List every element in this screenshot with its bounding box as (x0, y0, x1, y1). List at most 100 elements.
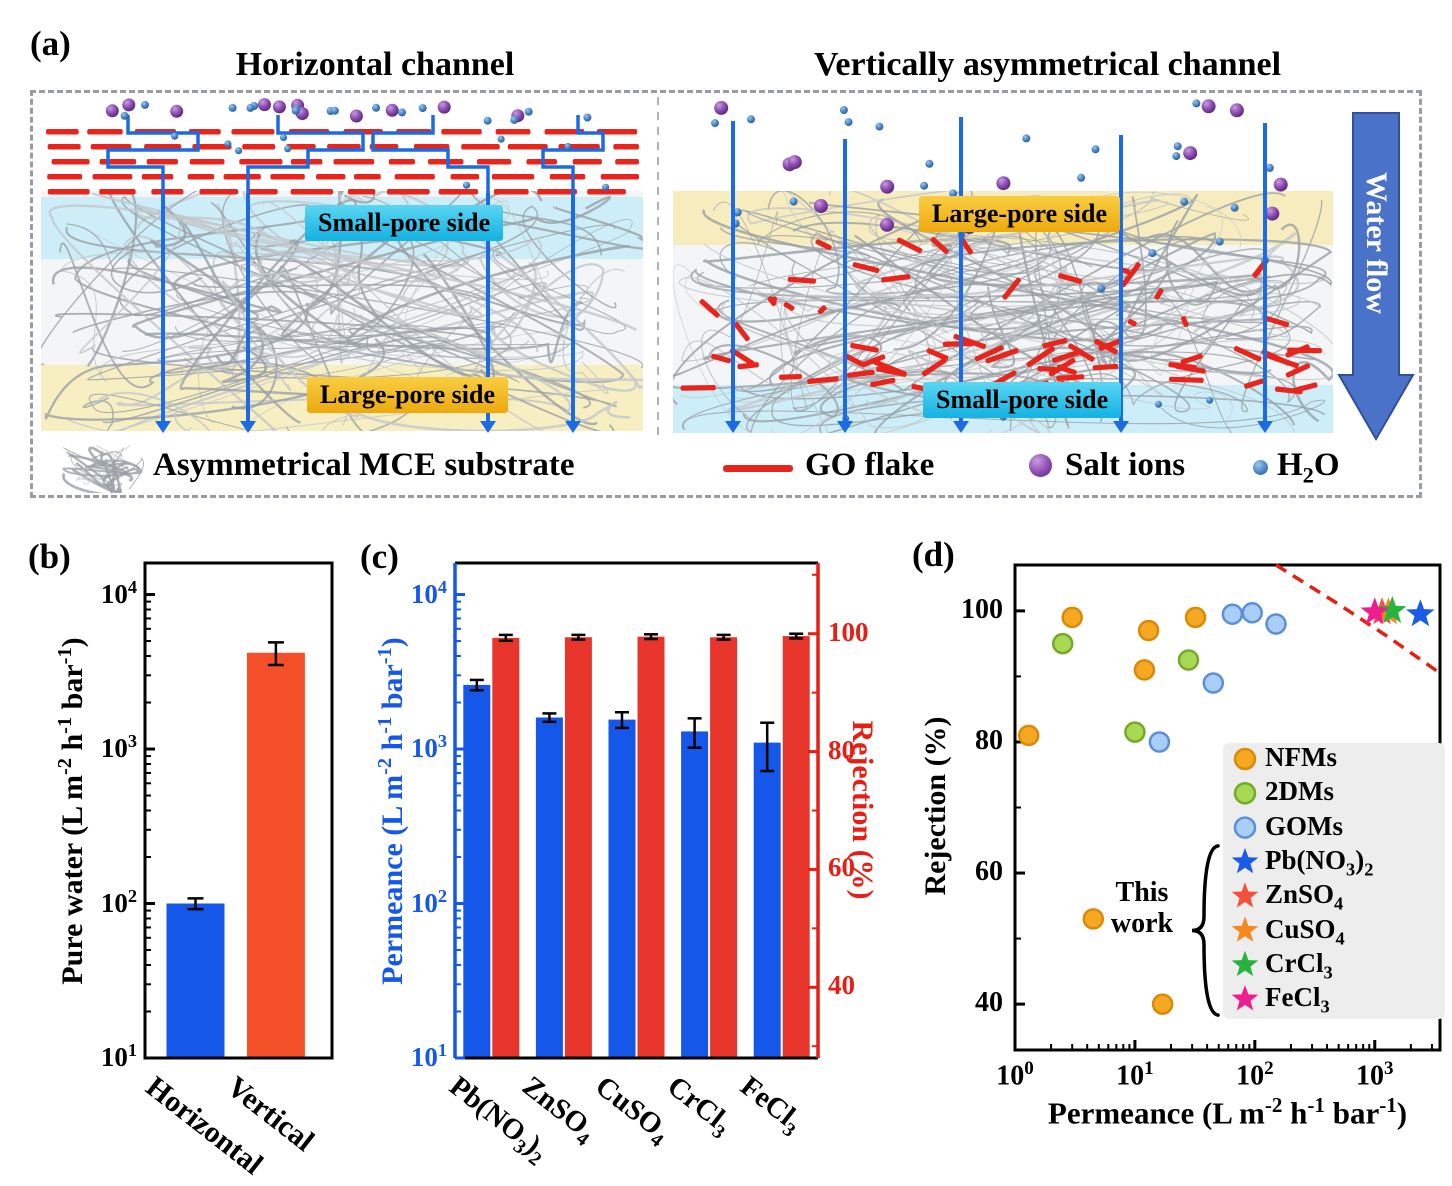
right-y-tick-label: 100 (828, 616, 869, 647)
x-tick-label: 103 (1355, 1058, 1394, 1092)
salt-ion-icon (1029, 454, 1052, 477)
scatter-point (1151, 993, 1174, 1015)
x-tick-label: 102 (1236, 1058, 1274, 1092)
y-tick-label: 103 (410, 731, 447, 764)
legend-label: NFMs (1265, 742, 1337, 772)
this-work-brace (1191, 844, 1220, 1017)
panel-a-tag: (a) (30, 24, 71, 63)
y-tick-label: 101 (100, 1040, 137, 1072)
permeance-bar (753, 742, 781, 1058)
permeance-bar (681, 731, 709, 1058)
panel-d-chart: (d) Rejection (%) Permeance (L m-2 h-1 b… (898, 525, 1452, 1186)
panel-d-x-axis-title: Permeance (L m-2 h-1 bar-1) (1047, 1093, 1408, 1131)
scatter-point (1265, 613, 1287, 635)
right-y-tick-label: 40 (828, 970, 855, 1001)
legend-label: CrCl3 (1265, 947, 1333, 983)
panel-a-artwork (41, 97, 1415, 441)
panel-b-tag: (b) (28, 537, 71, 576)
y-tick-label: 101 (410, 1040, 447, 1072)
mce-mesh-icon (62, 444, 144, 493)
scatter-point (1148, 731, 1171, 753)
scatter-point (1184, 606, 1207, 629)
scatter-point (1017, 724, 1040, 747)
left-large-pore-band-label: Large-pore side (307, 377, 508, 413)
salt-ions-legend-label: Salt ions (1065, 447, 1186, 483)
bar-Vertical (246, 652, 305, 1058)
y-tick-label: 104 (100, 576, 137, 609)
mce-substrate-legend-label: Asymmetrical MCE substrate (153, 447, 575, 483)
legend-marker (1231, 950, 1259, 977)
water-flow-arrow (1337, 112, 1415, 441)
panel-a-diagram: Small-pore side Large-pore side Large-po… (30, 90, 1422, 498)
panel-c-chart: (c) Permeance (L m-2 h-1 bar-1) Rejectio… (352, 525, 879, 1186)
permeance-bar (463, 684, 491, 1058)
panel-a-right-title: Vertically asymmetrical channel (813, 46, 1282, 83)
panel-a-left-title: Horizontal channel (235, 46, 515, 83)
legend-label: GOMs (1265, 810, 1343, 841)
right-large-pore-band-label: Large-pore side (919, 196, 1120, 232)
this-work-label: This work (1110, 877, 1174, 940)
panel-d-tag: (d) (912, 535, 955, 574)
right-small-pore-band-label: Small-pore side (923, 382, 1122, 418)
legend-marker (1231, 985, 1259, 1011)
panel-d-y-axis-title: Rejection (%) (919, 716, 952, 896)
y-tick-label: 40 (975, 987, 1003, 1019)
legend-marker (1231, 847, 1259, 874)
legend-label: ZnSO4 (1265, 879, 1344, 914)
panel-b-plot (143, 561, 334, 1060)
left-small-pore-band-label: Small-pore side (305, 205, 504, 241)
scatter-point (1051, 632, 1074, 655)
legend-marker (1233, 747, 1257, 771)
water-legend-label: H2O (1277, 447, 1340, 488)
scatter-point (1082, 908, 1105, 930)
y-tick-label: 80 (975, 724, 1003, 756)
legend-label: Pb(NO3)2 (1265, 844, 1374, 880)
rejection-bar (637, 636, 665, 1058)
legend-box (1223, 743, 1445, 1019)
scatter-star (1360, 597, 1389, 625)
go-flake-legend-label: GO flake (805, 447, 935, 483)
y-tick-label: 100 (961, 593, 1003, 625)
scatter-point (1221, 603, 1244, 625)
x-tick-label: 100 (996, 1058, 1034, 1092)
panel-c-tag: (c) (360, 537, 399, 576)
water-molecule-icon (1253, 460, 1268, 475)
panel-b-y-axis-title: Pure water (L m-2 h-1 bar-1) (54, 637, 89, 985)
scatter-point (1241, 602, 1263, 624)
go-flake-icon (723, 465, 793, 472)
y-tick-label: 102 (100, 885, 137, 918)
upper-bound-dashed-line (1275, 563, 1442, 675)
scatter-point (1177, 649, 1200, 671)
legend-label: 2DMs (1265, 776, 1334, 807)
legend-marker (1231, 882, 1259, 908)
y-tick-label: 60 (975, 856, 1003, 888)
rejection-bar (564, 637, 592, 1058)
scatter-point (1202, 672, 1225, 694)
scatter-star (1378, 595, 1407, 623)
rejection-bar (782, 636, 810, 1058)
panel-c-plot (453, 561, 820, 1060)
y-tick-label: 104 (410, 576, 447, 609)
y-tick-label: 102 (410, 885, 447, 918)
legend-marker (1231, 916, 1259, 942)
scatter-point (1137, 619, 1160, 642)
scatter-star (1406, 599, 1435, 627)
rejection-bar (710, 637, 738, 1058)
panel-b-chart: (b) Pure water (L m-2 h-1 bar-1) Horizon… (20, 525, 380, 1186)
bar-Horizontal (166, 903, 225, 1058)
legend-label: CuSO4 (1265, 913, 1345, 948)
scatter-point (1061, 606, 1083, 629)
x-tick-label: 101 (1116, 1058, 1154, 1092)
panel-d-plot (1013, 563, 1445, 1052)
legend-marker (1233, 816, 1257, 839)
permeance-bar (608, 719, 636, 1058)
y-tick-label: 103 (100, 731, 137, 764)
rejection-bar (492, 637, 520, 1058)
legend-label: FeCl3 (1265, 982, 1330, 1017)
scatter-point (1124, 721, 1146, 743)
scatter-point (1133, 659, 1156, 681)
right-y-tick-label: 60 (828, 852, 855, 883)
legend-marker (1233, 782, 1257, 805)
permeance-bar (535, 717, 563, 1058)
